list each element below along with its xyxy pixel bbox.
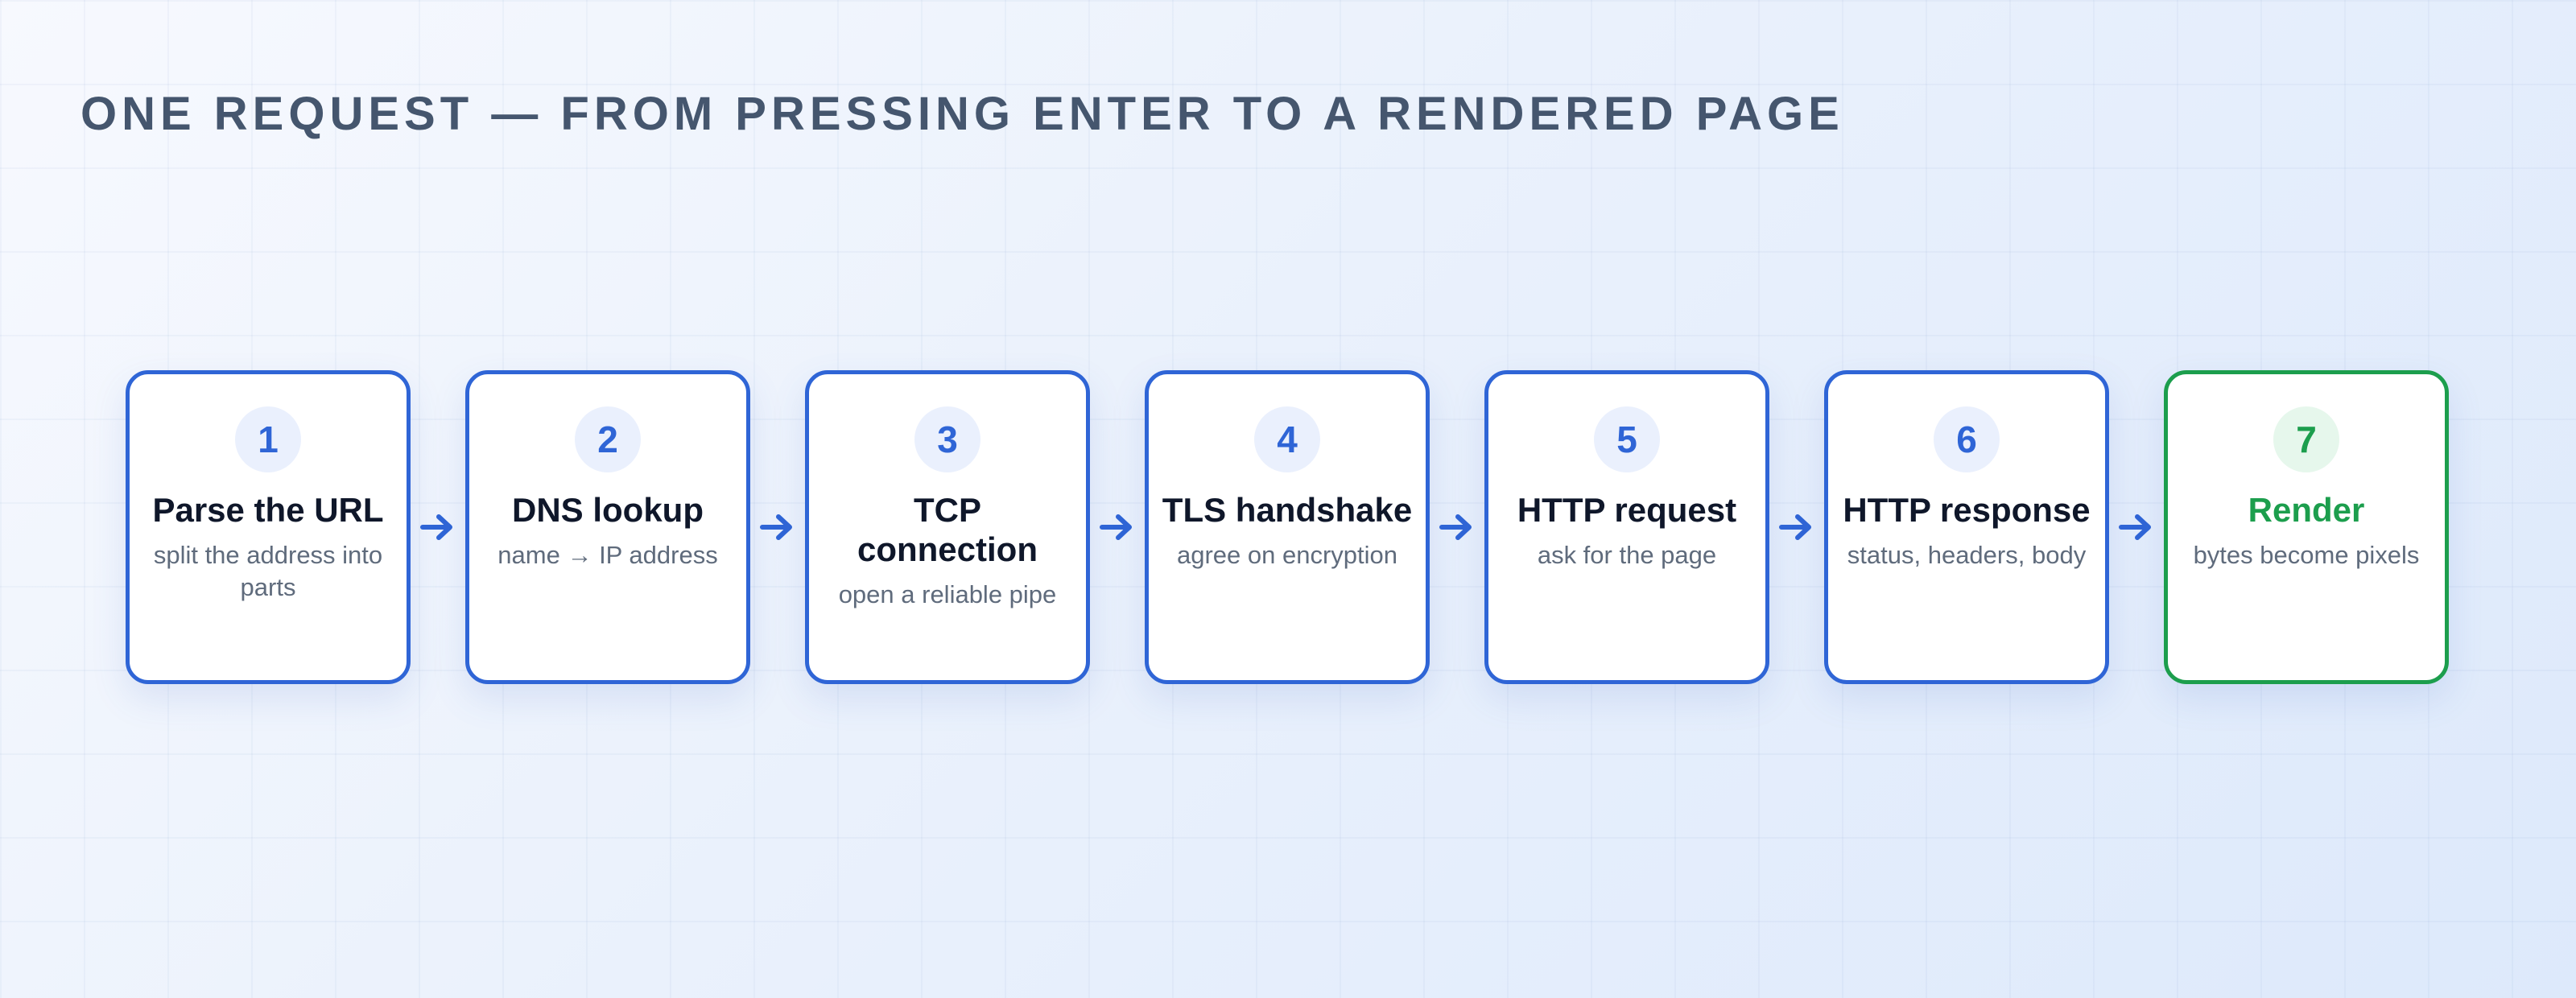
step-card-render: 7 Render bytes become pixels xyxy=(2164,370,2449,684)
arrow-right-icon xyxy=(411,511,465,543)
step-title: HTTP response xyxy=(1843,491,2091,529)
arrow-right-icon xyxy=(1769,511,1824,543)
step-description: agree on encryption xyxy=(1176,541,1398,569)
step-description: bytes become pixels xyxy=(2193,541,2420,569)
step-description: open a reliable pipe xyxy=(838,580,1057,608)
step-number-badge: 1 xyxy=(235,406,301,472)
step-card-http-request: 5 HTTP request ask for the page xyxy=(1484,370,1769,684)
step-description: split the address into parts xyxy=(153,541,383,601)
step-card-dns-lookup: 2 DNS lookup name → IP address xyxy=(465,370,750,684)
step-number-badge: 5 xyxy=(1594,406,1660,472)
step-title: HTTP request xyxy=(1517,491,1737,529)
step-description: ask for the page xyxy=(1537,541,1717,569)
request-flow: 1 Parse the URL split the address into p… xyxy=(126,370,2449,684)
step-title: Parse the URL xyxy=(152,491,384,529)
arrow-right-icon xyxy=(1090,511,1145,543)
step-card-http-response: 6 HTTP response status, headers, body xyxy=(1824,370,2109,684)
step-number-badge: 3 xyxy=(914,406,980,472)
step-title: TLS handshake xyxy=(1162,491,1413,529)
arrow-right-icon xyxy=(2109,511,2164,543)
arrow-right-icon xyxy=(750,511,805,543)
arrow-right-icon xyxy=(1430,511,1484,543)
step-title: DNS lookup xyxy=(512,491,704,529)
step-card-tls-handshake: 4 TLS handshake agree on encryption xyxy=(1145,370,1430,684)
step-number-badge: 4 xyxy=(1254,406,1320,472)
step-card-parse-url: 1 Parse the URL split the address into p… xyxy=(126,370,411,684)
step-description: name → IP address xyxy=(497,541,718,569)
step-title: Render xyxy=(2248,491,2365,529)
step-description: status, headers, body xyxy=(1847,541,2087,569)
step-card-tcp-connection: 3 TCP connection open a reliable pipe xyxy=(805,370,1090,684)
step-number-badge: 6 xyxy=(1934,406,2000,472)
step-number-badge: 2 xyxy=(575,406,641,472)
page-title: ONE REQUEST — FROM PRESSING ENTER TO A R… xyxy=(80,88,1844,140)
step-title: TCP connection xyxy=(857,491,1038,568)
step-number-badge: 7 xyxy=(2273,406,2339,472)
